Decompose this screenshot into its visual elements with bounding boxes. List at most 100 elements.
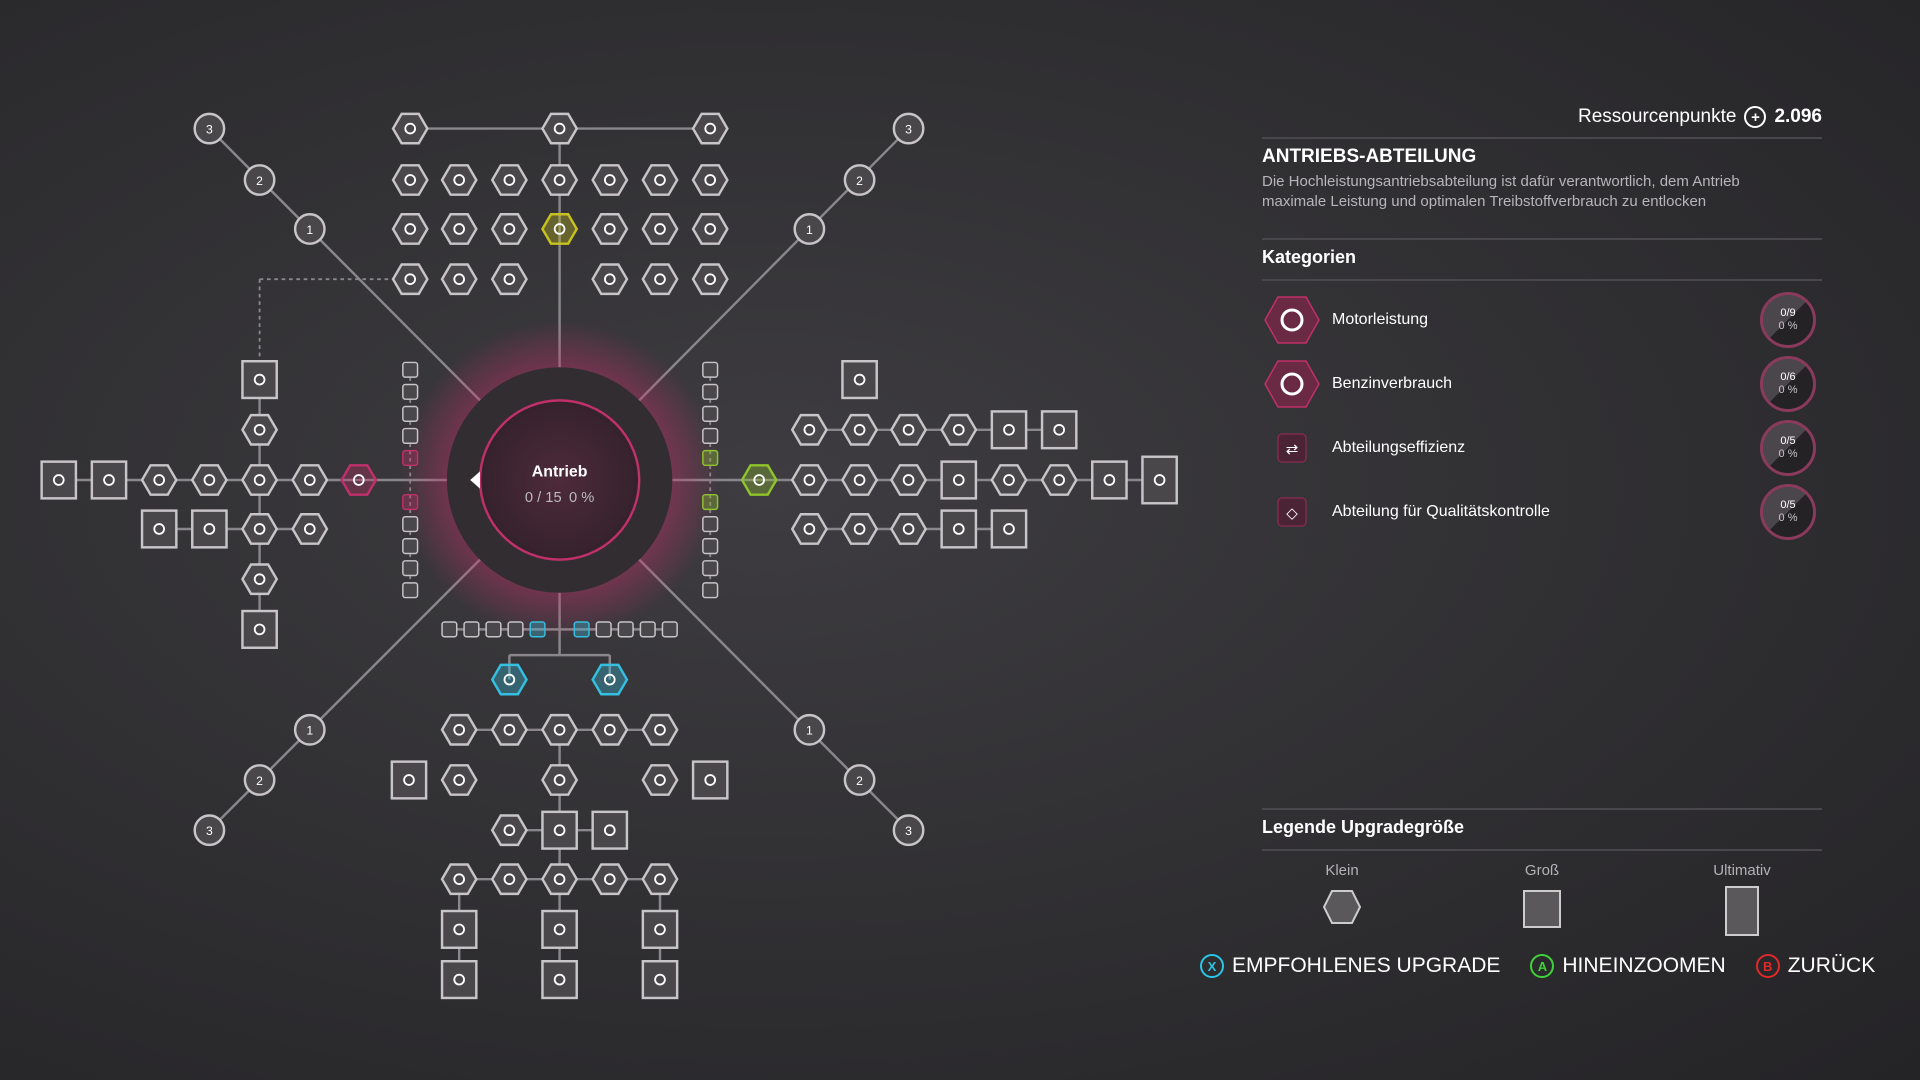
small-upgrade-node[interactable]	[841, 464, 879, 496]
tier-node[interactable]: 1	[293, 713, 326, 746]
tier-node[interactable]: 1	[793, 213, 826, 245]
small-upgrade-node[interactable]	[541, 713, 579, 746]
small-upgrade-node[interactable]	[440, 263, 478, 296]
small-upgrade-node[interactable]	[391, 213, 429, 245]
efficiency-node[interactable]	[702, 449, 719, 467]
small-upgrade-node[interactable]	[691, 213, 729, 245]
efficiency-node[interactable]	[402, 361, 419, 378]
small-upgrade-node[interactable]	[291, 513, 329, 545]
efficiency-node[interactable]	[702, 383, 719, 400]
efficiency-node[interactable]	[702, 560, 719, 577]
large-upgrade-node[interactable]	[541, 909, 578, 949]
large-upgrade-node[interactable]	[541, 810, 578, 850]
large-upgrade-node[interactable]	[541, 960, 578, 1000]
efficiency-node[interactable]	[595, 621, 612, 638]
small-upgrade-node[interactable]	[440, 213, 478, 245]
small-upgrade-node[interactable]	[241, 513, 279, 545]
small-upgrade-node[interactable]	[591, 663, 629, 696]
efficiency-node[interactable]	[402, 493, 419, 511]
large-upgrade-node[interactable]	[990, 410, 1028, 450]
large-upgrade-node[interactable]	[440, 960, 478, 1000]
small-upgrade-node[interactable]	[641, 764, 679, 796]
large-upgrade-node[interactable]	[390, 760, 428, 800]
small-upgrade-node[interactable]	[490, 663, 528, 696]
efficiency-node[interactable]	[402, 427, 419, 444]
large-upgrade-node[interactable]	[140, 509, 178, 549]
small-upgrade-node[interactable]	[1040, 464, 1078, 496]
small-upgrade-node[interactable]	[440, 713, 478, 746]
efficiency-node[interactable]	[402, 538, 419, 555]
large-upgrade-node[interactable]	[591, 810, 629, 850]
large-upgrade-node[interactable]	[641, 909, 679, 949]
efficiency-node[interactable]	[402, 383, 419, 400]
efficiency-node[interactable]	[702, 538, 719, 555]
efficiency-node[interactable]	[702, 493, 719, 511]
large-upgrade-node[interactable]	[191, 509, 228, 549]
efficiency-node[interactable]	[702, 427, 719, 444]
ultimate-upgrade-node[interactable]	[1141, 455, 1178, 505]
tier-node[interactable]: 3	[193, 112, 226, 145]
efficiency-node[interactable]	[661, 621, 678, 638]
small-upgrade-node[interactable]	[391, 164, 429, 196]
small-upgrade-node[interactable]	[591, 213, 629, 245]
small-upgrade-node[interactable]	[541, 164, 579, 196]
small-upgrade-node[interactable]	[241, 563, 279, 596]
large-upgrade-node[interactable]	[641, 960, 679, 1000]
efficiency-node[interactable]	[702, 516, 719, 533]
tier-node[interactable]: 2	[243, 164, 276, 196]
small-upgrade-node[interactable]	[691, 263, 729, 296]
efficiency-node[interactable]	[402, 516, 419, 533]
tier-node[interactable]: 2	[243, 764, 276, 796]
small-upgrade-node[interactable]	[541, 112, 579, 145]
efficiency-node[interactable]	[507, 621, 524, 638]
small-upgrade-node[interactable]	[841, 413, 879, 446]
small-upgrade-node[interactable]	[140, 464, 178, 496]
small-upgrade-node[interactable]	[541, 213, 579, 245]
small-upgrade-node[interactable]	[490, 213, 528, 245]
tier-node[interactable]: 3	[892, 112, 925, 145]
large-upgrade-node[interactable]	[241, 360, 278, 400]
small-upgrade-node[interactable]	[790, 413, 828, 446]
efficiency-node[interactable]	[463, 621, 480, 638]
small-upgrade-node[interactable]	[440, 764, 478, 796]
efficiency-node[interactable]	[402, 449, 419, 467]
efficiency-node[interactable]	[617, 621, 634, 638]
small-upgrade-node[interactable]	[241, 413, 279, 446]
large-upgrade-node[interactable]	[691, 760, 729, 800]
large-upgrade-node[interactable]	[440, 909, 478, 949]
small-upgrade-node[interactable]	[291, 464, 329, 496]
small-upgrade-node[interactable]	[391, 263, 429, 296]
small-upgrade-node[interactable]	[591, 164, 629, 196]
small-upgrade-node[interactable]	[691, 164, 729, 196]
tier-node[interactable]: 3	[892, 814, 925, 847]
efficiency-node[interactable]	[529, 621, 546, 638]
small-upgrade-node[interactable]	[990, 464, 1028, 496]
small-upgrade-node[interactable]	[340, 464, 378, 496]
large-upgrade-node[interactable]	[40, 460, 78, 500]
efficiency-node[interactable]	[402, 582, 419, 599]
small-upgrade-node[interactable]	[641, 713, 679, 746]
large-upgrade-node[interactable]	[241, 609, 278, 649]
small-upgrade-node[interactable]	[841, 513, 879, 545]
small-upgrade-node[interactable]	[241, 464, 279, 496]
efficiency-node[interactable]	[441, 621, 458, 638]
small-upgrade-node[interactable]	[641, 213, 679, 245]
large-upgrade-node[interactable]	[90, 460, 128, 500]
efficiency-node[interactable]	[702, 361, 719, 378]
small-upgrade-node[interactable]	[691, 112, 729, 145]
small-upgrade-node[interactable]	[391, 112, 429, 145]
efficiency-node[interactable]	[702, 582, 719, 599]
small-upgrade-node[interactable]	[790, 464, 828, 496]
large-upgrade-node[interactable]	[1091, 460, 1128, 500]
small-upgrade-node[interactable]	[890, 413, 928, 446]
small-upgrade-node[interactable]	[740, 464, 778, 496]
small-upgrade-node[interactable]	[641, 263, 679, 296]
small-upgrade-node[interactable]	[790, 513, 828, 545]
small-upgrade-node[interactable]	[591, 263, 629, 296]
